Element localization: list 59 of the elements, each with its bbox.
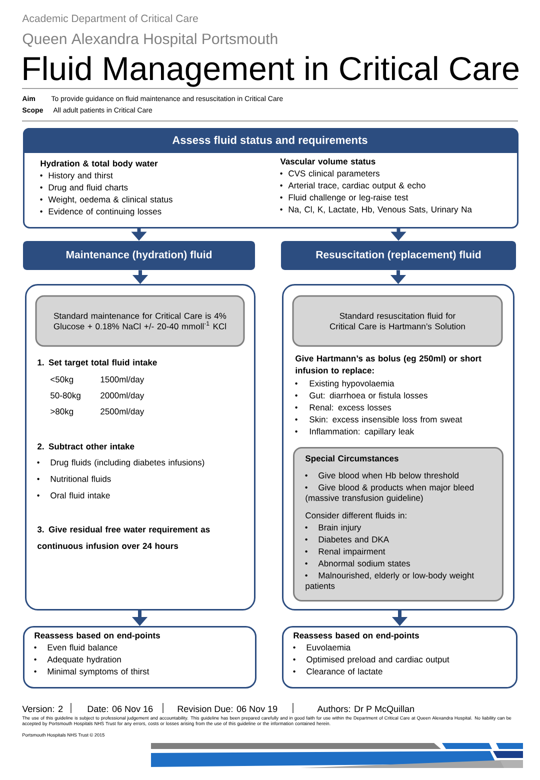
section-heading: Reassess based on end-points <box>294 632 419 640</box>
table-cell: 2000ml/day <box>100 392 144 400</box>
section-heading: Vascular volume status <box>280 158 376 164</box>
list-item: Optimised preload and cardiac output <box>293 656 450 664</box>
list-item: Diabetes and DKA <box>305 536 390 542</box>
list-item: History and thirst <box>40 172 113 180</box>
list-item: Give blood & products when major bleed (massive transfusion guideline) <box>305 484 474 503</box>
special-circumstances-box <box>293 447 504 602</box>
list-item: Arterial trace, cardiac output & echo <box>280 182 426 190</box>
list-item: Drug fluids (including diabetes infusions) <box>37 459 204 468</box>
list-item: Skin: excess insensible loss from sweat <box>295 416 462 422</box>
list-item: Inflammation: capillary leak <box>295 428 414 436</box>
body-text: Consider different fluids in: <box>306 512 406 518</box>
list-item: Even fluid balance <box>34 644 118 650</box>
list-item: Drug and fluid charts <box>40 184 128 192</box>
section-heading: 1. Set target total fluid intake <box>38 359 157 368</box>
hospital-name: Queen Alexandra Hospital Portsmouth <box>22 33 278 48</box>
date-text: Date: 06 Nov 16 <box>88 706 153 712</box>
list-item: Malnourished, elderly or low-body weight patients <box>305 572 474 591</box>
section-heading: Hydration & total body water <box>40 160 158 168</box>
list-item: Gut: diarrhoea or fistula losses <box>295 392 428 398</box>
list-item: Nutritional fluids <box>37 476 111 482</box>
reassess-box <box>23 626 256 688</box>
table-cell: 50-80kg <box>50 392 80 400</box>
list-item: Renal impairment <box>305 548 386 556</box>
list-item: Adequate hydration <box>34 656 121 664</box>
list-item: Renal: excess losses <box>295 404 392 410</box>
fluid-box: Standard maintenance for Critical Care is 4% Glucose + 0.18% NaCl +/- 20-40 mmoll$^{-1}$ KCl <box>35 295 245 347</box>
table-cell: 1500ml/day <box>100 376 144 384</box>
section-heading: 2. Subtract other intake <box>38 443 134 450</box>
list-item: Brain injury <box>305 524 362 532</box>
assessment-panel <box>23 128 518 228</box>
list-item: Existing hypovolaemia <box>295 380 394 388</box>
list-item: Euvolaemia <box>293 644 351 650</box>
table-cell: 2500ml/day <box>100 408 144 416</box>
authors-text: Authors: Dr P McQuillan <box>317 705 414 714</box>
panel-heading: Assess fluid status and requirements <box>172 136 368 146</box>
table-cell: <50kg <box>50 376 74 384</box>
version-text: Version: 2 <box>22 705 63 712</box>
list-item: Minimal symptoms of thirst <box>34 668 150 676</box>
list-item: Na, Cl, K, Lactate, Hb, Venous Sats, Urinary Na <box>280 206 472 214</box>
section-heading: Give Hartmann’s as bolus (eg 250ml) or short infusion to replace: <box>296 355 482 376</box>
list-item: Weight, oedema & clinical status <box>40 196 172 204</box>
title: Fluid Management in Critical Care <box>24 56 518 87</box>
section-heading: Special Circumstances <box>305 455 398 464</box>
table-cell: >80kg <box>50 408 74 416</box>
list-item: Evidence of continuing losses <box>40 208 162 216</box>
revision-text: Revision Due: 06 Nov 19 <box>178 705 278 712</box>
fluid-box: Standard resuscitation fluid for Critical Care is Hartmann’s Solution <box>292 295 503 347</box>
section-heading: 3. Give residual free water requirement as continuous infusion over 24 hours <box>37 526 210 549</box>
section-heading: Reassess based on end-points <box>34 632 160 640</box>
list-item: Fluid challenge or leg-raise test <box>280 194 408 202</box>
list-item: Abnormal sodium states <box>305 560 410 566</box>
list-item: Oral fluid intake <box>37 492 110 498</box>
list-item: CVS clinical parameters <box>280 170 380 178</box>
list-item: Clearance of lactate <box>293 668 382 674</box>
reassess-box <box>282 626 518 688</box>
department-name: Academic Department of Critical Care <box>22 14 198 24</box>
list-item: Give blood when Hb below threshold <box>305 472 458 478</box>
